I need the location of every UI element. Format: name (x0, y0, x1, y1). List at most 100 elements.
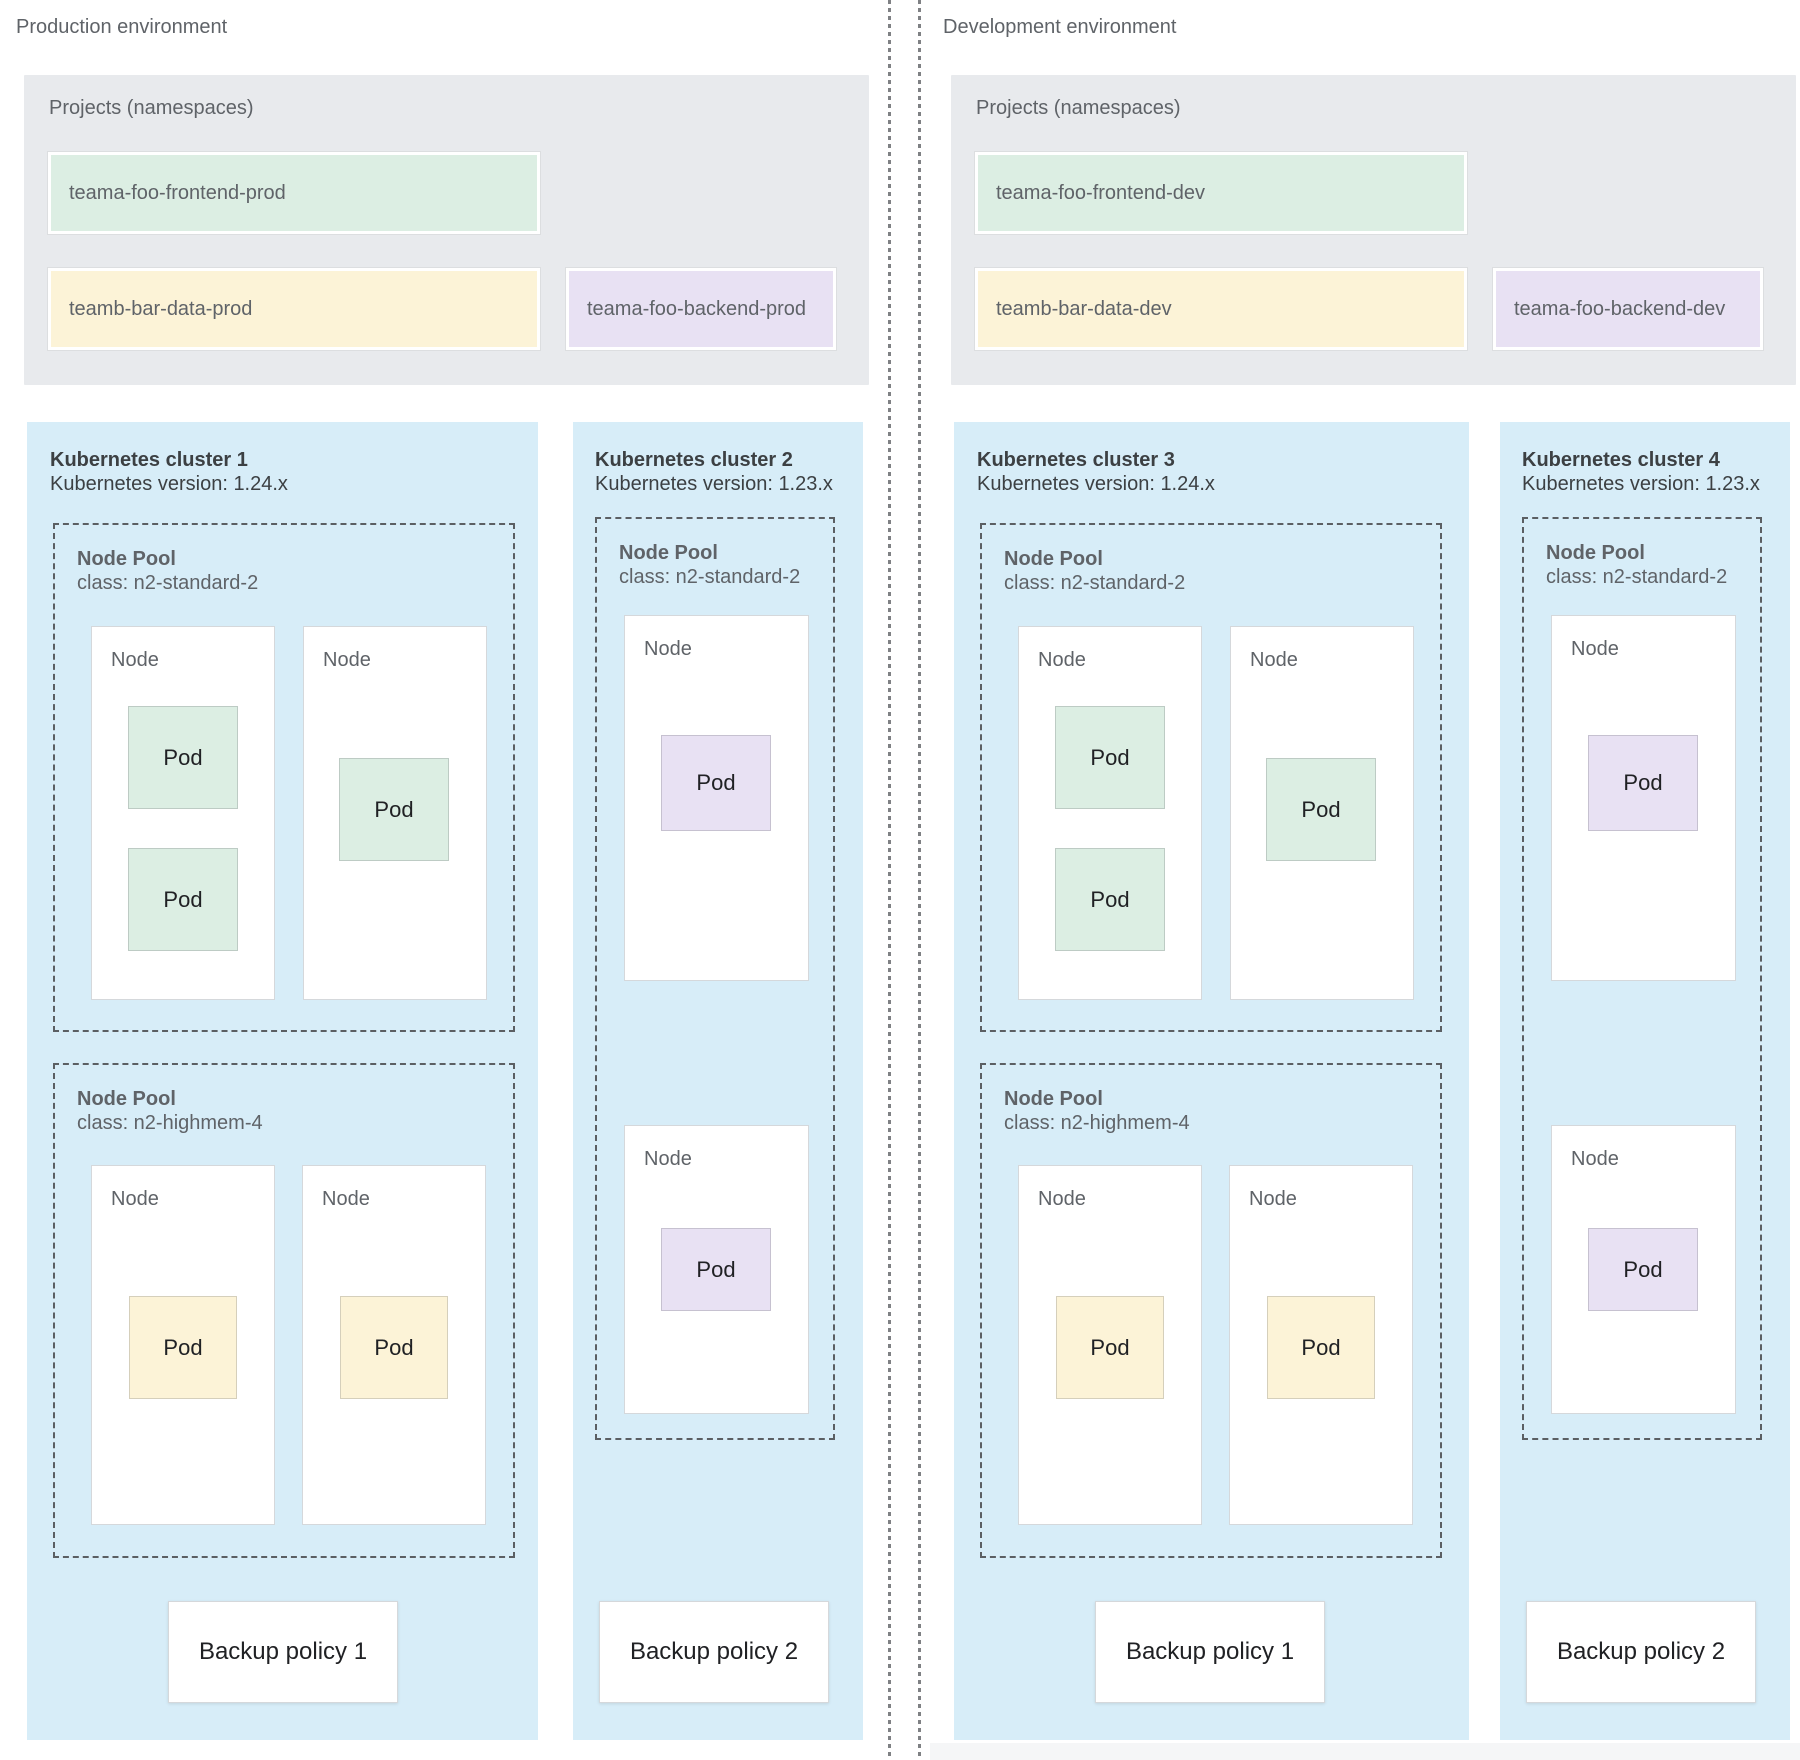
backup-policy-box: Backup policy 1 (1095, 1601, 1325, 1703)
backup-policy-box: Backup policy 2 (1526, 1601, 1756, 1703)
node-box: Node Pod Pod (91, 626, 275, 1000)
pod-label: Pod (1090, 886, 1130, 912)
namespace-label: teamb-bar-data-prod (69, 297, 253, 320)
node-label: Node (1038, 1188, 1086, 1210)
pod-label: Pod (1090, 744, 1130, 770)
cluster-title: Kubernetes cluster 3 (977, 449, 1175, 471)
pod-label: Pod (374, 796, 414, 822)
cluster-2-panel: Kubernetes cluster 2 Kubernetes version:… (573, 422, 863, 1740)
node-box: Node Pod (1229, 1165, 1413, 1525)
environment-divider-line-right (918, 0, 921, 1760)
namespace-label: teama-foo-backend-dev (1514, 297, 1726, 320)
namespace-label: teama-foo-frontend-prod (69, 181, 286, 204)
backup-policy-label: Backup policy 1 (1125, 1638, 1295, 1665)
cluster-title: Kubernetes cluster 1 (50, 449, 248, 471)
pod-label: Pod (163, 886, 203, 912)
pod-box: Pod (1267, 1296, 1375, 1399)
environment-label: Development environment (943, 16, 1177, 38)
node-label: Node (111, 1188, 159, 1210)
bottom-partial-strip (930, 1743, 1800, 1760)
cluster-version: Kubernetes version: 1.23.x (595, 473, 833, 495)
backup-policy-box: Backup policy 1 (168, 1601, 398, 1703)
cluster-4-panel: Kubernetes cluster 4 Kubernetes version:… (1500, 422, 1790, 1740)
projects-title: Projects (namespaces) (49, 97, 254, 119)
pod-box: Pod (1588, 1228, 1698, 1311)
node-pool: Node Pool class: n2-standard-2 Node Pod … (595, 517, 835, 1440)
node-pool: Node Pool class: n2-standard-2 Node Pod … (1522, 517, 1762, 1440)
node-pool-class: class: n2-standard-2 (619, 566, 801, 588)
node-pool-title: Node Pool (619, 542, 718, 564)
node-pool-class: class: n2-highmem-4 (77, 1112, 263, 1134)
node-pool-title: Node Pool (1004, 548, 1103, 570)
node-pool-title: Node Pool (1546, 542, 1645, 564)
cluster-title: Kubernetes cluster 4 (1522, 449, 1720, 471)
cluster-3-panel: Kubernetes cluster 3 Kubernetes version:… (954, 422, 1469, 1740)
node-box: Node Pod (303, 626, 487, 1000)
namespace-label: teama-foo-backend-prod (587, 297, 807, 320)
pod-box: Pod (128, 848, 238, 951)
backup-policy-label: Backup policy 2 (1556, 1638, 1726, 1665)
projects-title: Projects (namespaces) (976, 97, 1181, 119)
pod-box: Pod (128, 706, 238, 809)
node-box: Node Pod (302, 1165, 486, 1525)
cluster-version: Kubernetes version: 1.24.x (50, 473, 288, 495)
node-pool: Node Pool class: n2-highmem-4 Node Pod N… (980, 1063, 1442, 1558)
namespace-box: teama-foo-frontend-prod (48, 152, 540, 234)
pod-box: Pod (1266, 758, 1376, 861)
pod-box: Pod (129, 1296, 237, 1399)
pod-label: Pod (696, 1256, 736, 1282)
node-label: Node (111, 649, 159, 671)
node-label: Node (644, 1148, 692, 1170)
node-box: Node Pod (91, 1165, 275, 1525)
node-label: Node (1250, 649, 1298, 671)
node-box: Node Pod (1551, 1125, 1736, 1414)
pod-label: Pod (1623, 1256, 1663, 1282)
pod-box: Pod (339, 758, 449, 861)
node-label: Node (1571, 1148, 1619, 1170)
node-pool: Node Pool class: n2-highmem-4 Node Pod N… (53, 1063, 515, 1558)
pod-box: Pod (1055, 706, 1165, 809)
node-pool-class: class: n2-standard-2 (1004, 572, 1186, 594)
production-environment-section: Production environment Projects (namespa… (0, 0, 873, 1760)
node-pool-class: class: n2-standard-2 (77, 572, 259, 594)
node-pool-title: Node Pool (77, 548, 176, 570)
node-box: Node Pod Pod (1018, 626, 1202, 1000)
namespace-box: teamb-bar-data-prod (48, 268, 540, 350)
pod-box: Pod (1588, 735, 1698, 831)
namespace-label: teama-foo-frontend-dev (996, 181, 1206, 204)
pod-label: Pod (1623, 770, 1663, 795)
node-label: Node (644, 638, 692, 660)
node-pool: Node Pool class: n2-standard-2 Node Pod … (53, 523, 515, 1032)
node-label: Node (322, 1188, 370, 1210)
backup-policy-box: Backup policy 2 (599, 1601, 829, 1703)
projects-panel: Projects (namespaces) teama-foo-frontend… (24, 75, 869, 385)
pod-box: Pod (1056, 1296, 1164, 1399)
cluster-title: Kubernetes cluster 2 (595, 449, 793, 471)
cluster-version: Kubernetes version: 1.24.x (977, 473, 1215, 495)
pod-box: Pod (340, 1296, 448, 1399)
pod-label: Pod (1301, 1334, 1341, 1360)
namespace-label: teamb-bar-data-dev (996, 297, 1172, 320)
node-label: Node (323, 649, 371, 671)
node-box: Node Pod (1230, 626, 1414, 1000)
node-box: Node Pod (1551, 615, 1736, 981)
projects-panel: Projects (namespaces) teama-foo-frontend… (951, 75, 1796, 385)
environment-divider-line-left (888, 0, 891, 1760)
node-pool-title: Node Pool (1004, 1088, 1103, 1110)
node-label: Node (1249, 1188, 1297, 1210)
pod-label: Pod (1090, 1334, 1130, 1360)
development-environment-section: Development environment Projects (namesp… (927, 0, 1800, 1760)
node-pool-class: class: n2-highmem-4 (1004, 1112, 1190, 1134)
node-box: Node Pod (1018, 1165, 1202, 1525)
backup-policy-label: Backup policy 1 (198, 1638, 368, 1665)
node-pool-title: Node Pool (77, 1088, 176, 1110)
pod-label: Pod (374, 1334, 414, 1360)
environment-label: Production environment (16, 16, 228, 38)
node-pool-class: class: n2-standard-2 (1546, 566, 1728, 588)
node-label: Node (1571, 638, 1619, 660)
pod-box: Pod (661, 735, 771, 831)
namespace-box: teamb-bar-data-dev (975, 268, 1467, 350)
namespace-box: teama-foo-backend-dev (1493, 268, 1763, 350)
pod-label: Pod (1301, 796, 1341, 822)
